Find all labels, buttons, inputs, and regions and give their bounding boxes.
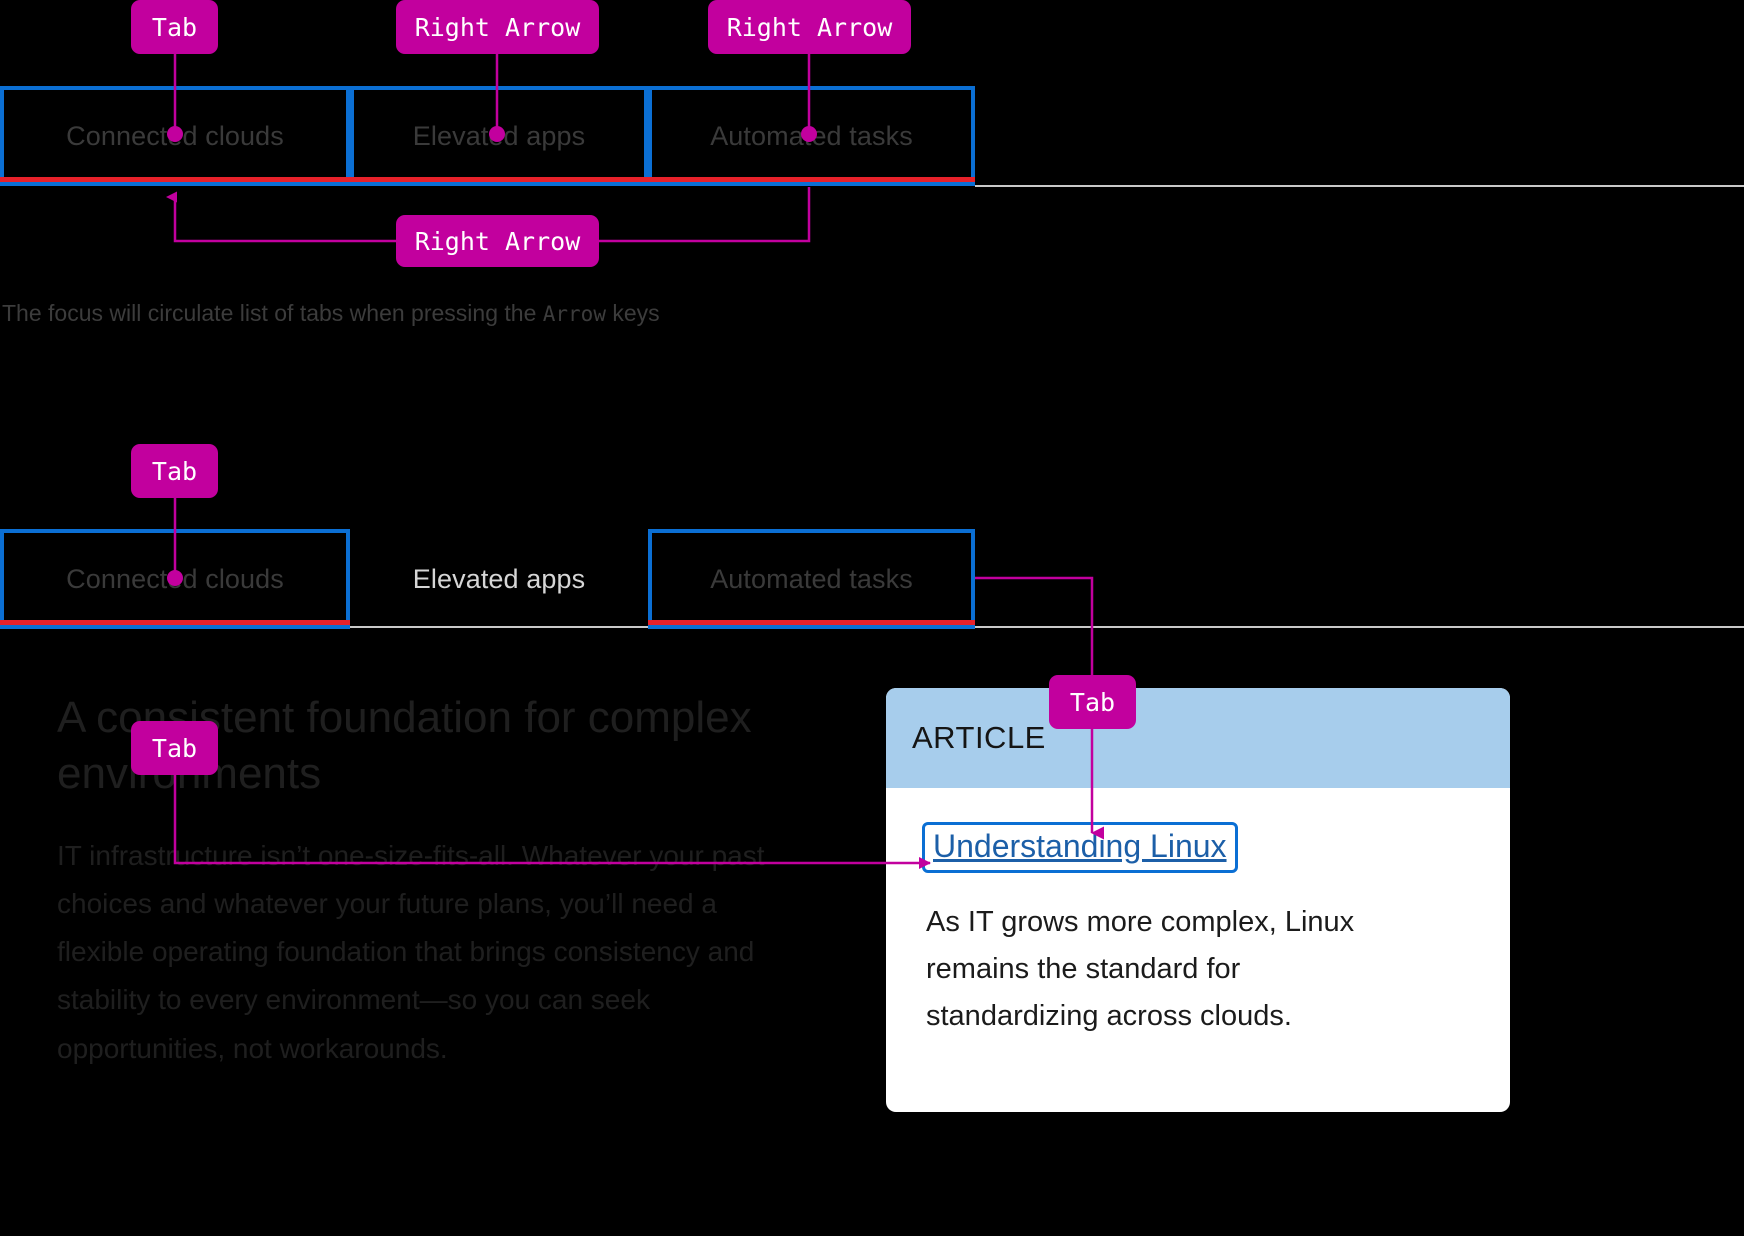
tablist-divider-s2-right xyxy=(975,626,1744,628)
tab-label: Elevated apps xyxy=(412,120,586,151)
tab-label: Connected clouds xyxy=(66,120,284,151)
tab-active-underline xyxy=(350,177,648,186)
tab-connected-clouds-s1[interactable]: Connected clouds xyxy=(0,86,350,186)
keycap-right-arrow-s1-b: Right Arrow xyxy=(708,0,911,54)
keycap-right-arrow-s1-c: Right Arrow xyxy=(396,215,599,267)
tablist-section-two: Connected clouds Elevated apps Automated… xyxy=(0,529,975,629)
tab-active-underline xyxy=(648,177,975,186)
article-card-link[interactable]: Understanding Linux xyxy=(922,822,1238,873)
keycap-tab-s1: Tab xyxy=(131,0,218,54)
keycap-tab-s2-c: Tab xyxy=(1049,675,1136,729)
tab-label: Automated tasks xyxy=(710,563,913,594)
tab-elevated-apps-s2[interactable]: Elevated apps xyxy=(350,529,648,625)
caption-text-after: keys xyxy=(605,300,660,326)
tab-active-underline xyxy=(0,620,350,629)
tab-connected-clouds-s2[interactable]: Connected clouds xyxy=(0,529,350,629)
tablist-divider-s1 xyxy=(975,185,1744,187)
tab-label: Connected clouds xyxy=(66,563,284,594)
caption-text-before: The focus will circulate list of tabs wh… xyxy=(2,300,543,326)
keycap-right-arrow-s1-a: Right Arrow xyxy=(396,0,599,54)
tablist-section-one: Connected clouds Elevated apps Automated… xyxy=(0,86,975,186)
tab-label: Elevated apps xyxy=(412,563,586,594)
article-card-text: As IT grows more complex, Linux remains … xyxy=(926,906,1355,1032)
keycap-tab-s2-a: Tab xyxy=(131,444,218,498)
tab-label: Automated tasks xyxy=(710,120,913,151)
wire-wraparound-s1-arrow xyxy=(166,191,396,243)
tablist-divider-s2-middle xyxy=(350,626,648,628)
section-two-body: IT infrastructure isn’t one-size-fits-al… xyxy=(57,840,765,1064)
section-one-caption: The focus will circulate list of tabs wh… xyxy=(2,300,660,327)
article-card-eyebrow: ARTICLE xyxy=(886,688,1510,788)
tab-active-underline xyxy=(648,620,975,629)
tab-automated-tasks-s1[interactable]: Automated tasks xyxy=(648,86,975,186)
tab-automated-tasks-s2[interactable]: Automated tasks xyxy=(648,529,975,629)
caption-key-arrow: Arrow xyxy=(542,302,606,326)
tab-elevated-apps-s1[interactable]: Elevated apps xyxy=(350,86,648,186)
keycap-tab-s2-b: Tab xyxy=(131,721,218,775)
wire-wraparound-s1 xyxy=(599,187,811,243)
article-card: ARTICLE Understanding Linux As IT grows … xyxy=(886,688,1510,1112)
tab-active-underline xyxy=(0,177,350,186)
article-card-body: Understanding Linux As IT grows more com… xyxy=(886,788,1510,1070)
